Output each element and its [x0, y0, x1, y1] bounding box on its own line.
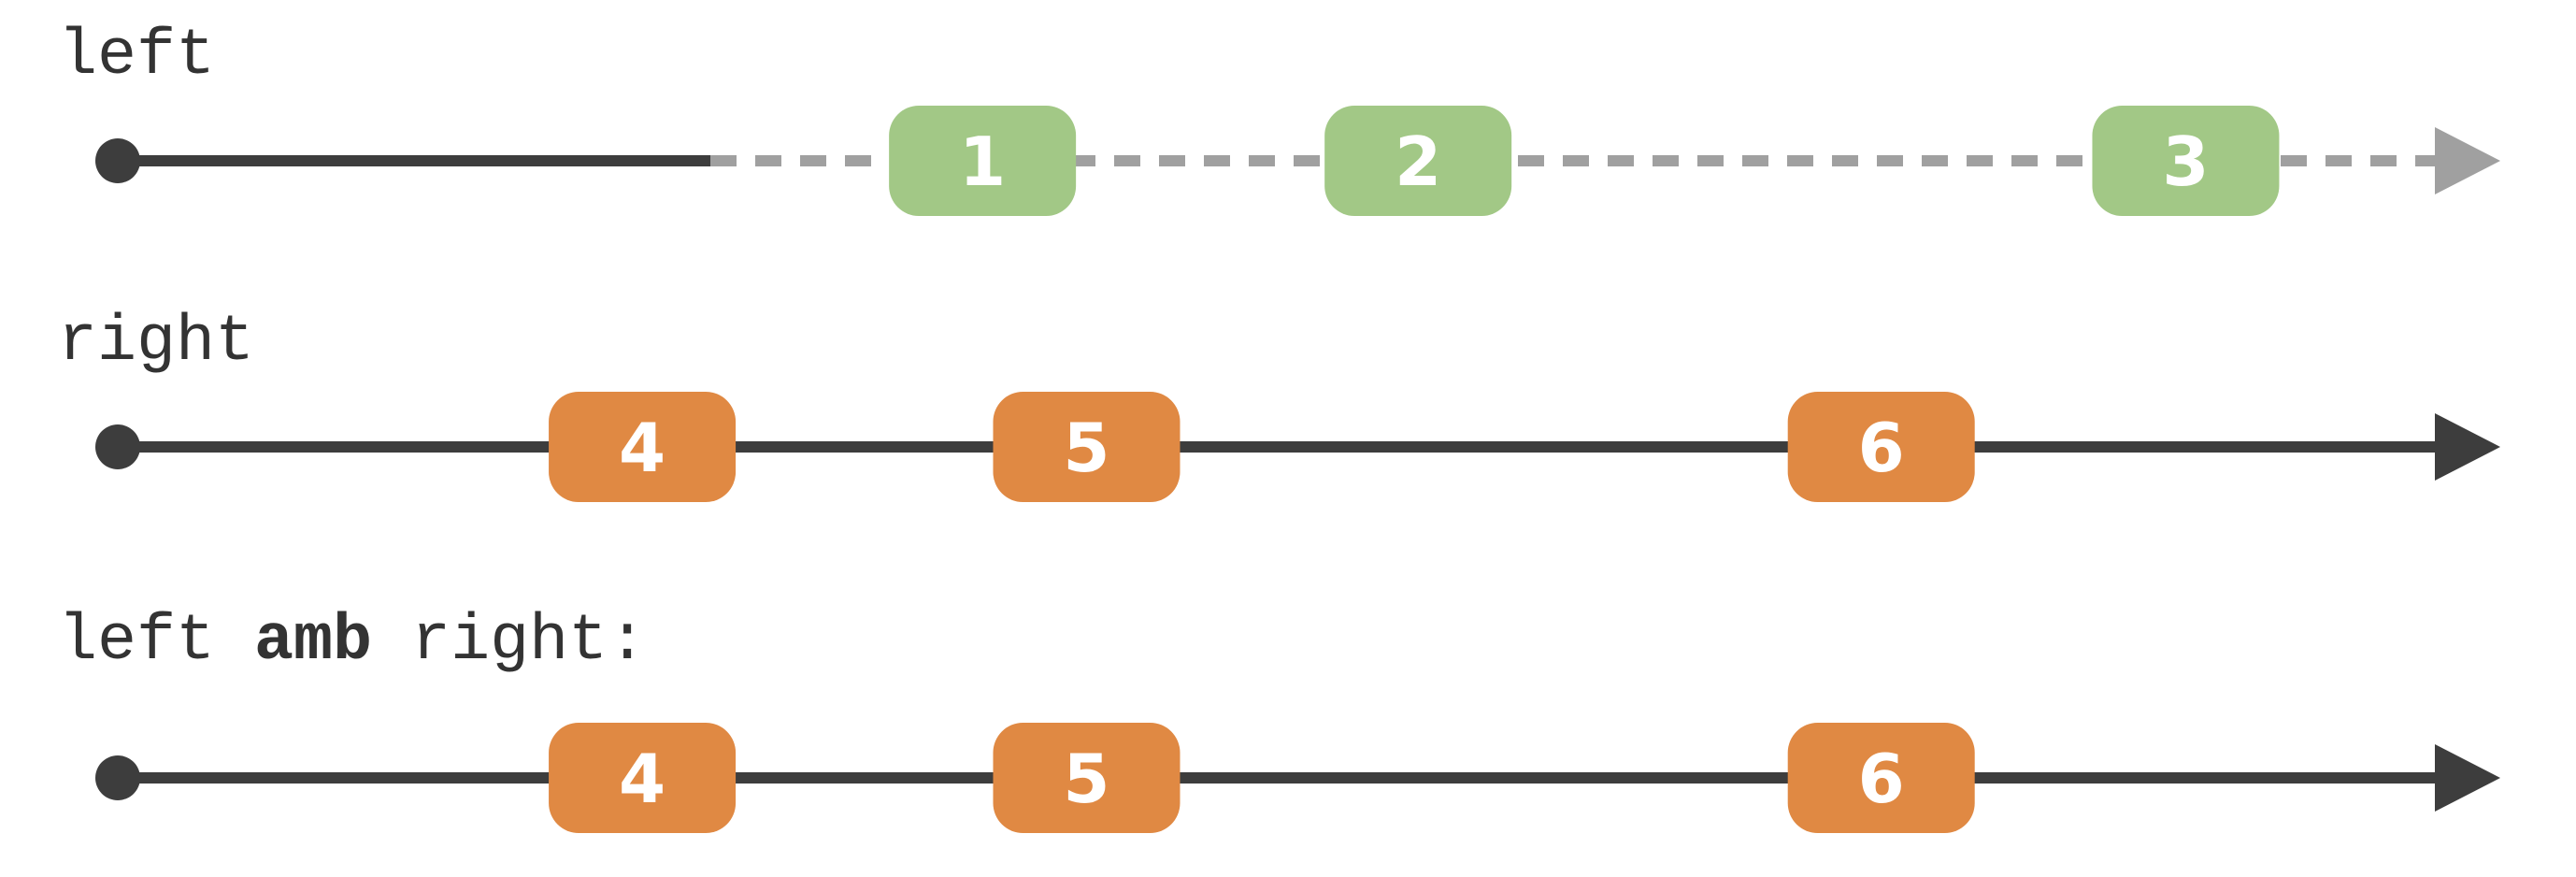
marble-5: 5 — [993, 723, 1181, 833]
marble-4: 4 — [549, 723, 737, 833]
marble-value: 6 — [1858, 740, 1905, 818]
marble-value: 4 — [619, 409, 665, 487]
label-part-operator: amb — [254, 605, 372, 679]
marble-box — [549, 723, 737, 833]
marble-box — [549, 392, 737, 502]
marble-value: 5 — [1063, 740, 1109, 818]
marble-6: 6 — [1787, 392, 1975, 502]
timeline-right-label: right — [58, 306, 254, 380]
label-part: left — [58, 605, 254, 679]
timeline-right: right 4 5 6 — [58, 306, 2500, 502]
timeline-result-label: left amb right: — [58, 605, 647, 679]
marble-value: 6 — [1858, 409, 1905, 487]
marble-value: 4 — [619, 740, 665, 818]
marble-value: 2 — [1395, 122, 1441, 201]
label-part: left — [58, 20, 215, 93]
timeline-left-label: left — [58, 20, 215, 93]
marble-box — [2092, 106, 2280, 216]
marble-box — [993, 723, 1181, 833]
timeline-result-arrow-icon — [2435, 744, 2500, 812]
marble-2: 2 — [1324, 106, 1512, 216]
timeline-left-arrow-icon — [2435, 127, 2500, 194]
timeline-right-marbles: 4 5 6 — [549, 392, 1975, 502]
timeline-left: left 1 2 3 — [58, 20, 2500, 216]
marble-1: 1 — [889, 106, 1077, 216]
marble-box — [1324, 106, 1512, 216]
marble-box — [993, 392, 1181, 502]
marble-box — [889, 106, 1077, 216]
marble-value: 5 — [1063, 409, 1109, 487]
marble-4: 4 — [549, 392, 737, 502]
label-part: right — [58, 306, 254, 380]
timeline-left-marbles: 1 2 3 — [889, 106, 2280, 216]
marble-box — [1787, 723, 1975, 833]
marble-5: 5 — [993, 392, 1181, 502]
timeline-right-arrow-icon — [2435, 413, 2500, 481]
marble-box — [1787, 392, 1975, 502]
timeline-result-marbles: 4 5 6 — [549, 723, 1975, 833]
marble-value: 1 — [959, 122, 1006, 201]
timeline-result: left amb right: 4 5 6 — [58, 605, 2500, 833]
marble-6: 6 — [1787, 723, 1975, 833]
marble-3: 3 — [2092, 106, 2280, 216]
marble-value: 3 — [2162, 122, 2209, 201]
label-part: right: — [372, 605, 647, 679]
